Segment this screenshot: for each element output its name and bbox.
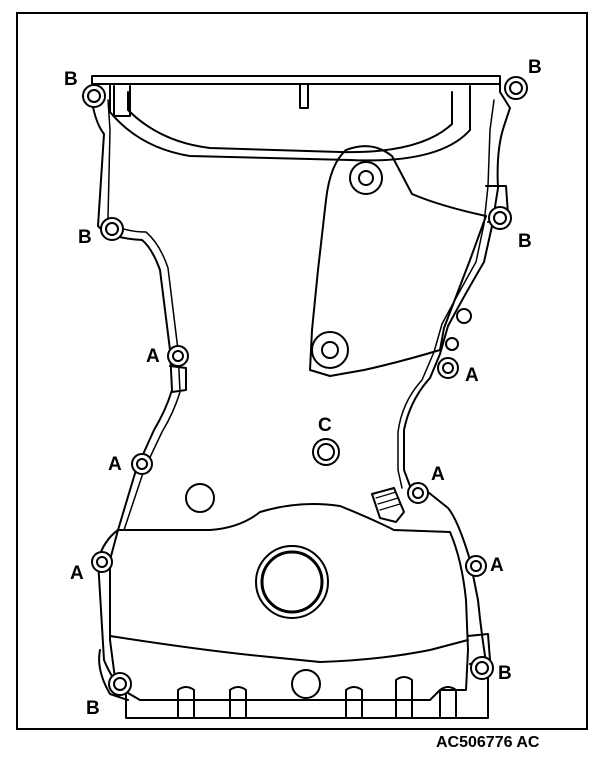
bracket-lower-hole xyxy=(311,331,349,369)
small-hole-right-2 xyxy=(445,337,459,351)
small-hole-right xyxy=(456,308,472,324)
bolt-a-right-3 xyxy=(465,555,487,577)
bolt-a-left-3 xyxy=(91,551,113,573)
callout-a: A xyxy=(465,365,479,386)
callout-b: B xyxy=(64,69,78,90)
bolt-a-right-1 xyxy=(437,357,459,379)
callout-a: A xyxy=(70,563,84,584)
bolt-b-right-upper xyxy=(488,206,512,230)
figure-id: AC506776 AC xyxy=(436,734,540,751)
bolt-b-top-left xyxy=(82,84,106,108)
bolt-a-left-2 xyxy=(131,453,153,475)
bolt-a-right-2 xyxy=(407,482,429,504)
callout-b: B xyxy=(86,698,100,719)
figure-border xyxy=(16,12,588,730)
callout-c: C xyxy=(318,415,332,436)
upper-pocket-inner xyxy=(127,91,453,154)
callout-b: B xyxy=(518,231,532,252)
callout-a: A xyxy=(431,464,445,485)
bolt-b-left-upper xyxy=(100,217,124,241)
bolt-b-bottom-left xyxy=(108,672,132,696)
lower-shoulder xyxy=(109,635,469,663)
callout-b: B xyxy=(498,663,512,684)
bolt-b-top-right xyxy=(504,76,528,100)
bottom-notches xyxy=(177,676,457,719)
sensor-connector xyxy=(371,487,405,523)
bolt-a-left-1 xyxy=(167,345,189,367)
sensor-detail xyxy=(375,491,401,511)
bracket-upper-hole xyxy=(349,161,383,195)
upper-pocket xyxy=(109,83,471,162)
callout-b: B xyxy=(528,57,542,78)
gasket-line-right xyxy=(397,99,495,489)
bolt-b-bottom-right xyxy=(470,656,494,680)
bracket-lower-hole-inner xyxy=(321,341,339,359)
tensioner-bracket xyxy=(309,145,487,377)
callout-b: B xyxy=(78,227,92,248)
oil-pump-housing xyxy=(109,503,469,701)
access-hole xyxy=(185,483,215,513)
bracket-upper-hole-inner xyxy=(358,170,374,186)
left-rib xyxy=(113,85,131,117)
crankshaft-seal xyxy=(255,545,329,619)
callout-a: A xyxy=(146,346,160,367)
crankshaft-seal-inner xyxy=(260,550,324,614)
bolt-c-center xyxy=(312,438,340,466)
center-rib xyxy=(299,83,309,109)
bottom-boss xyxy=(291,669,321,699)
cover-outline xyxy=(91,83,511,719)
callout-a: A xyxy=(490,555,504,576)
callout-a: A xyxy=(108,454,122,475)
bolt-pad-left-lower xyxy=(98,649,129,701)
top-flange xyxy=(91,75,501,85)
